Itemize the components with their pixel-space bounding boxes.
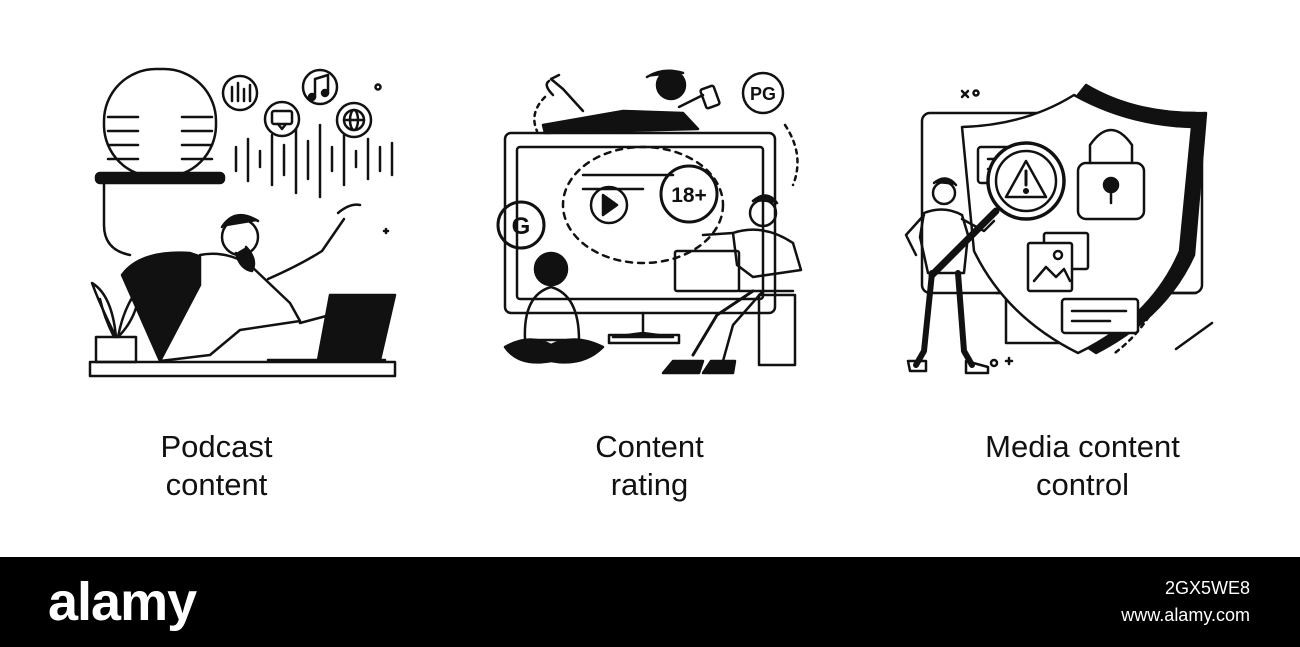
podcast-illustration <box>88 67 397 378</box>
globe-icon <box>335 101 373 139</box>
child-person <box>503 251 605 364</box>
caption-line-1: Podcast <box>160 429 273 464</box>
caption-media-control: Media content control <box>866 428 1299 504</box>
footer-bar: alamy 2GX5WE8 www.alamy.com <box>0 557 1300 647</box>
caption-podcast: Podcast content <box>0 428 433 504</box>
podcaster-person <box>120 203 362 363</box>
panel-content-rating: PG 18+ G <box>433 0 866 557</box>
padlock-icon <box>1076 128 1146 221</box>
plant-icon <box>90 281 142 364</box>
caption-line-2: content <box>165 467 268 502</box>
stock-id: 2GX5WE8 <box>1164 578 1250 598</box>
brand-logo[interactable]: alamy <box>48 572 197 632</box>
microphone-icon <box>94 67 226 257</box>
caption-line-2: rating <box>610 467 689 502</box>
chat-bubble-icon <box>263 100 301 138</box>
rating-illustration: PG 18+ G <box>496 69 803 375</box>
badge-18-plus: 18+ <box>671 184 707 207</box>
inspector-person <box>904 177 996 375</box>
caption-rating: Content rating <box>433 428 866 504</box>
panel-media-content-control: Media content control <box>866 0 1299 557</box>
laptop-icon <box>266 293 397 362</box>
badge-pg: PG <box>750 84 776 104</box>
warning-icon <box>1004 159 1048 199</box>
caption-line-1: Content <box>595 429 704 464</box>
caption-line-1: Media content <box>985 429 1180 464</box>
media-control-illustration <box>904 83 1214 375</box>
site-url[interactable]: www.alamy.com <box>1121 605 1250 625</box>
music-note-icon <box>301 68 339 106</box>
caption-line-2: control <box>1035 467 1130 502</box>
equalizer-icon <box>221 74 259 112</box>
monitor-icon <box>503 131 777 345</box>
sound-wave-icon <box>234 123 394 199</box>
play-icon <box>589 185 629 225</box>
badge-g: G <box>512 213 531 240</box>
panel-podcast-content: Podcast content <box>0 0 433 557</box>
image-icon <box>1026 231 1090 293</box>
adult-person <box>661 194 803 375</box>
reading-person <box>541 69 721 135</box>
